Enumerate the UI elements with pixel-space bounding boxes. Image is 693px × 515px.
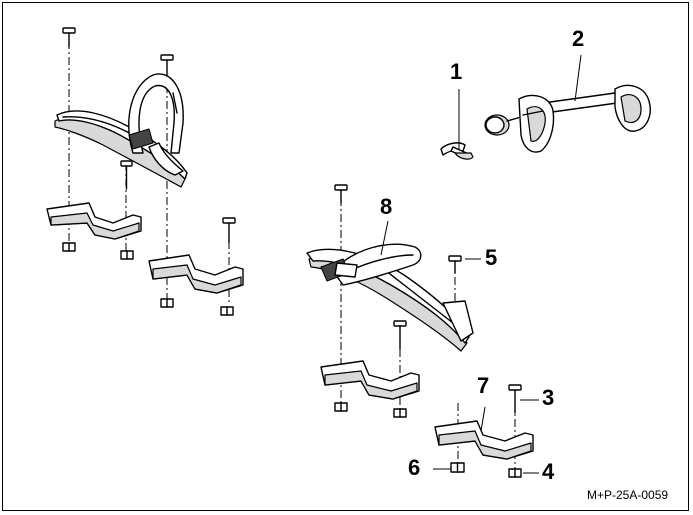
clamp-knob [484,114,522,136]
callout-5: 5 [485,245,498,270]
callout-3: 3 [542,385,555,410]
screw [62,27,76,48]
clamp-bracket [148,254,244,294]
figure-reference-code: M+P-25A-0059 [587,488,669,502]
screw [334,184,348,204]
screw [222,217,236,244]
adapter-bar-assembly [484,84,651,153]
callout-1: 1 [450,59,463,84]
screw [393,320,407,350]
right-wheel-holder-assembly [306,184,534,478]
nut [62,242,76,252]
exploded-parts-drawing: .ln { fill: none; stroke: #000; stroke-w… [46,27,651,478]
clamp-bracket [320,360,420,400]
nut [334,402,348,412]
callout-4: 4 [542,459,555,484]
clamp-bracket [434,420,534,460]
left-wheel-holder-assembly [46,27,244,316]
callout-8: 8 [380,194,393,219]
wheel-strap [128,73,184,154]
nut [450,462,465,473]
screw [120,160,133,190]
leader-lines [380,54,582,474]
clamp-bracket [46,202,142,240]
ratchet-buckle [128,128,184,176]
nut [160,298,174,308]
nut [393,408,407,418]
nut [120,250,134,260]
screw [448,255,462,274]
clamp-jaw [518,94,555,153]
screw [160,54,174,76]
diagram-frame: .ln { fill: none; stroke: #000; stroke-w… [2,2,689,511]
callout-7: 7 [477,373,490,398]
clamp-jaw [614,84,651,132]
ratchet-buckle [320,258,358,282]
nut [508,468,522,478]
wing-bolt [440,142,474,160]
screw [508,384,522,414]
callout-6: 6 [408,455,421,480]
callout-2: 2 [572,26,585,51]
nut [220,306,234,316]
